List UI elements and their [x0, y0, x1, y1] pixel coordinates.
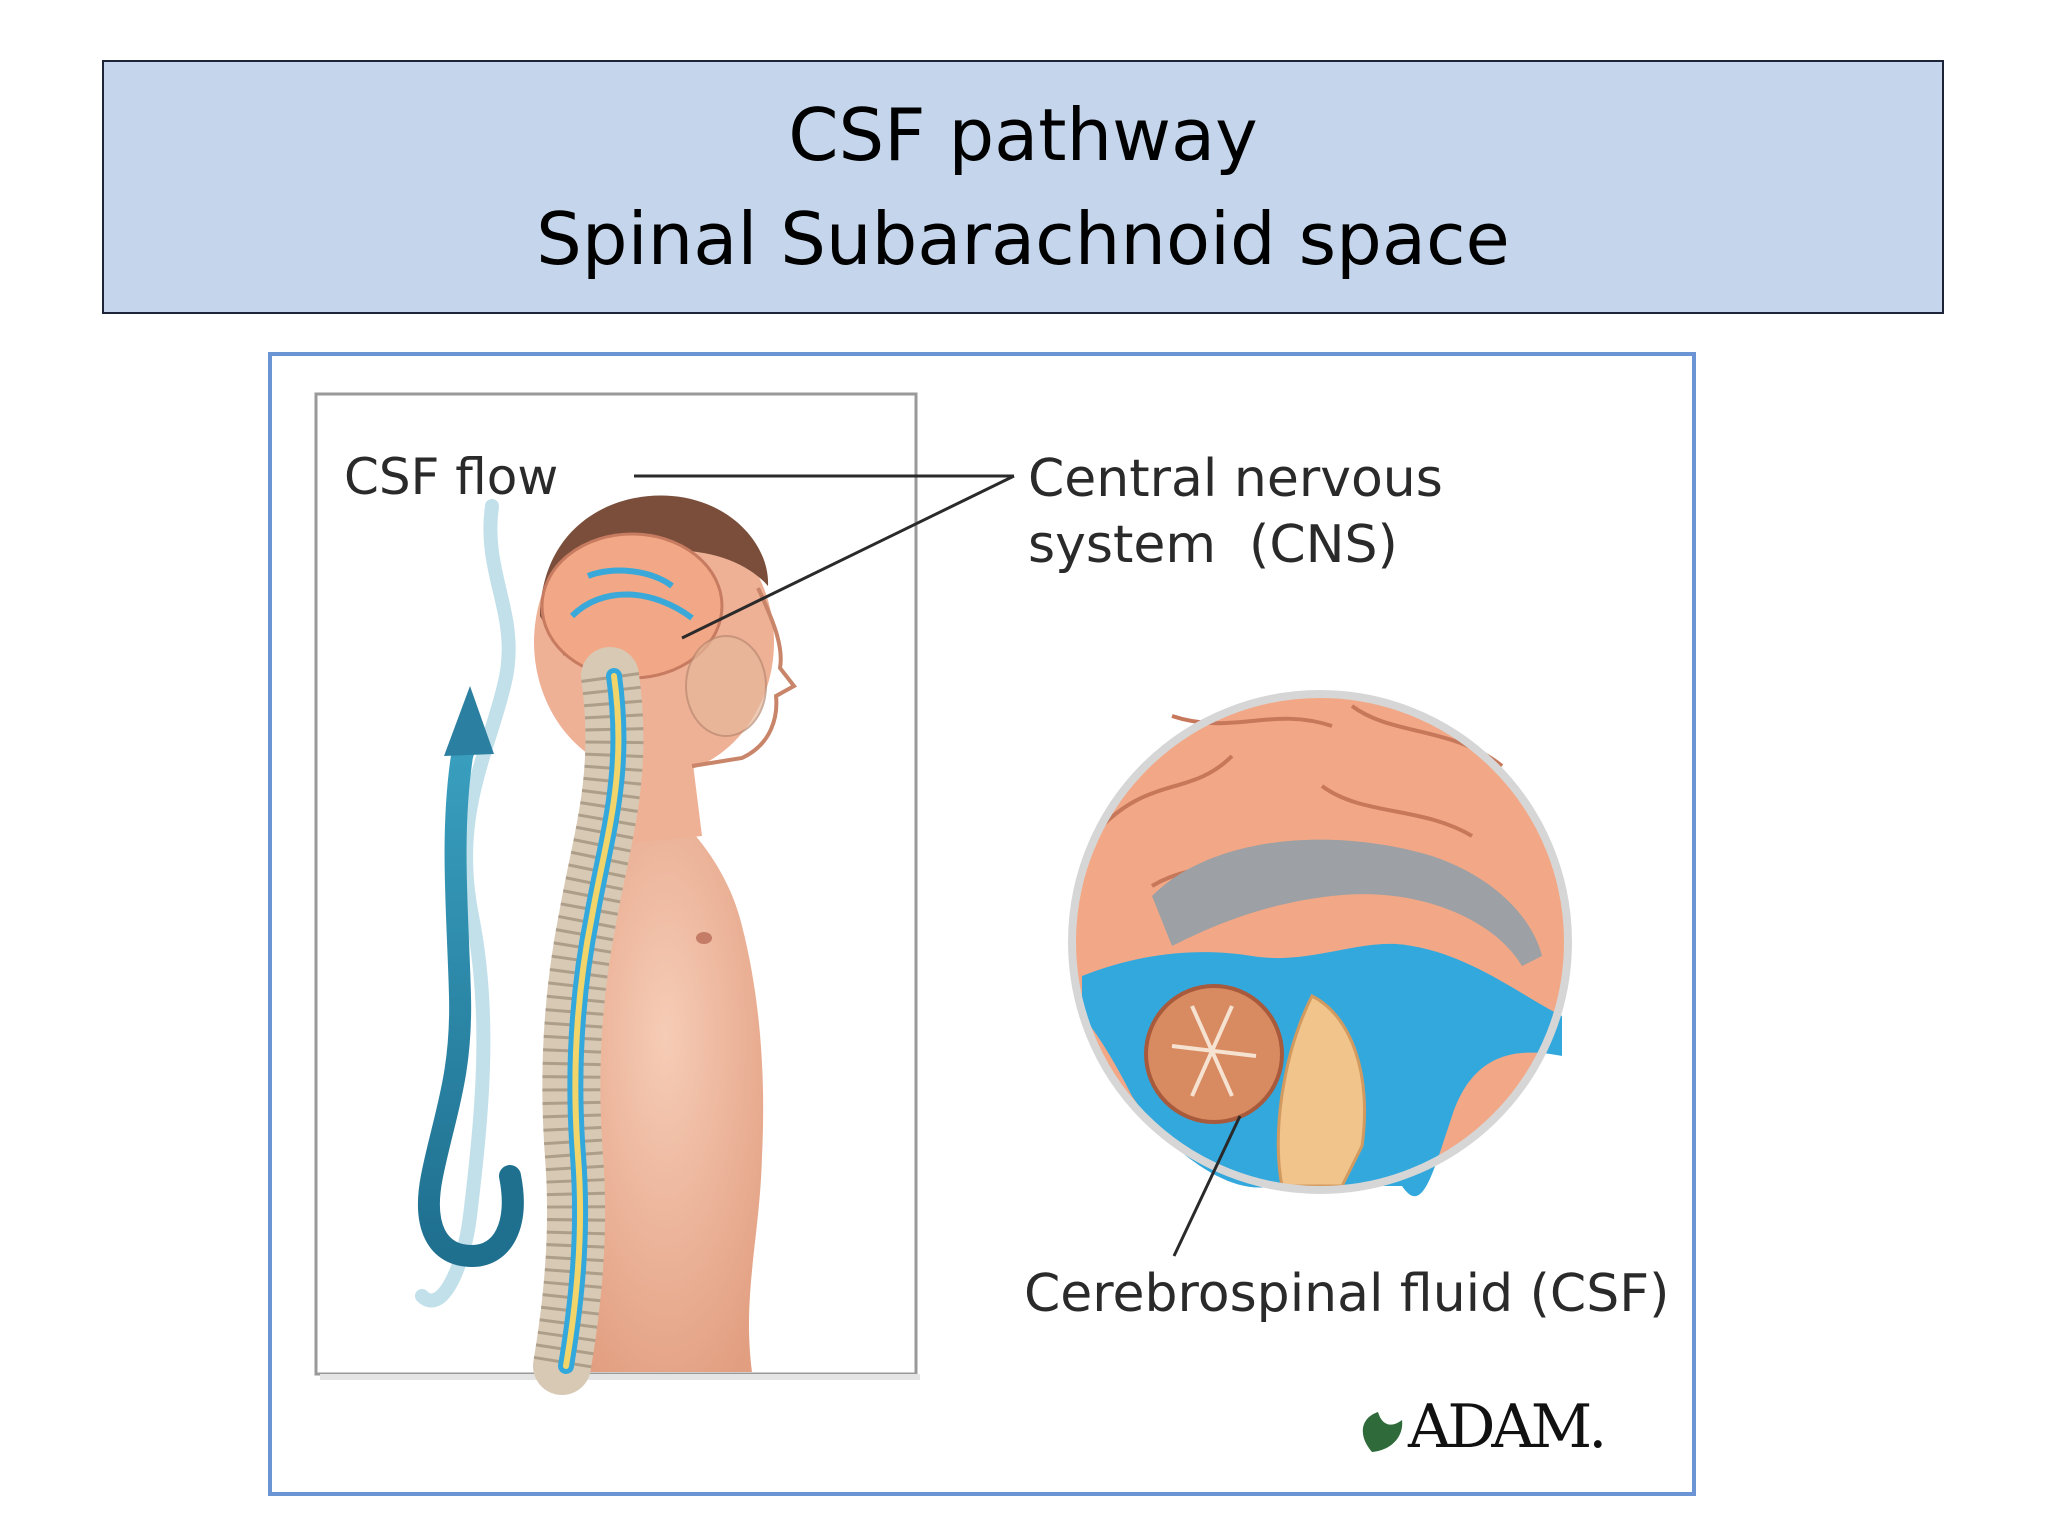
faint-flow-line [415, 499, 516, 1308]
logo-text: ADAM. [1408, 1392, 1607, 1462]
csf-label: Cerebrospinal fluid (CSF) [1024, 1264, 1670, 1324]
title-box: CSF pathway Spinal Subarachnoid space [102, 60, 1944, 314]
leaf-icon [1362, 1412, 1403, 1452]
cns-label: Central nervous system (CNS) [1028, 449, 1443, 575]
face-profile [691, 587, 798, 768]
torso [568, 812, 764, 1372]
nipple [696, 932, 712, 944]
hair [540, 495, 769, 656]
csf-illustration [314, 392, 1572, 1452]
ventricle [1152, 839, 1542, 966]
curved-up-arrow-icon [417, 686, 524, 1267]
spinal-cord [563, 673, 622, 1369]
magnified-brain-circle [1068, 690, 1572, 1197]
title-line-1: CSF pathway [788, 93, 1258, 177]
csf-flow-label: CSF flow [344, 448, 559, 506]
human-figure [533, 495, 798, 1395]
adam-logo: ADAM. [1408, 1392, 1607, 1462]
cns-leader-line-2 [681, 474, 1015, 640]
title-line-2: Spinal Subarachnoid space [536, 197, 1510, 281]
csf-leader-line [1172, 1115, 1242, 1257]
illustration-frame: CSF flow Central nervous system (CNS) Ce… [268, 352, 1696, 1496]
